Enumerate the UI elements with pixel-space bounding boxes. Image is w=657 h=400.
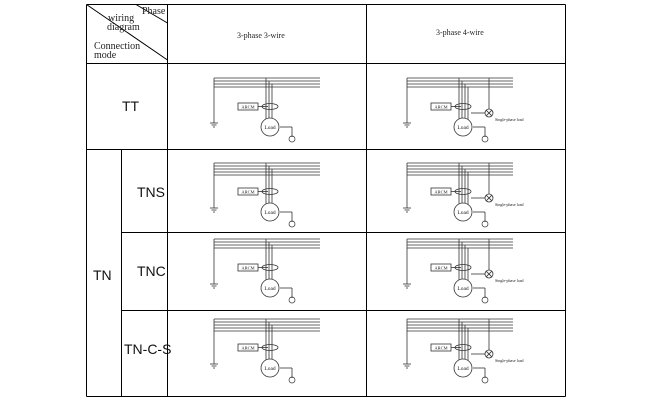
- arcm-label: ARCM: [434, 345, 447, 350]
- load-label: Load: [264, 125, 276, 131]
- mode-tt: TT: [122, 98, 140, 114]
- arcm-label: ARCM: [434, 265, 447, 270]
- current-transformer: [261, 264, 279, 271]
- mode-tns: TNS: [137, 184, 165, 200]
- load-label: Load: [457, 366, 469, 372]
- diagram-label: diagram: [107, 22, 140, 33]
- mode-tnc: TNC: [137, 263, 166, 279]
- phase-label: Phase: [142, 6, 166, 17]
- single-phase-load-label: Single-phase load: [495, 117, 524, 122]
- wiring-diagram-7: ARCM Load: [210, 318, 320, 384]
- current-transformer: [454, 103, 472, 110]
- col-header-3phase-4wire: 3-phase 4-wire: [436, 28, 484, 37]
- arcm-label: ARCM: [241, 265, 254, 270]
- single-phase-load-label: Single-phase load: [495, 202, 524, 207]
- earth-terminal: [288, 135, 296, 143]
- single-phase-load-label: Single-phase load: [495, 358, 524, 363]
- current-transformer: [454, 264, 472, 271]
- load-circle: [453, 117, 473, 137]
- wiring-diagram-2: ARCM Load Single-phase load: [403, 77, 524, 143]
- current-transformer: [454, 188, 472, 195]
- arcm-label: ARCM: [241, 104, 254, 109]
- load-label: Load: [264, 210, 276, 216]
- mode-tncs: TN-C-S: [124, 341, 172, 357]
- load-circle: [453, 278, 473, 298]
- load-label: Load: [264, 286, 276, 292]
- load-label: Load: [457, 210, 469, 216]
- mode-tn: TN: [93, 267, 112, 283]
- wiring-diagram-4: ARCM Load Single-phase load: [403, 162, 524, 228]
- load-label: Load: [264, 366, 276, 372]
- wiring-diagram-5: ARCM Load: [210, 238, 320, 304]
- wiring-diagram-8: ARCM Load Single-phase load: [403, 318, 524, 384]
- earth-terminal: [481, 220, 489, 228]
- wiring-diagram-3: ARCM Load: [210, 162, 320, 228]
- mode-label: mode: [94, 50, 117, 61]
- earth-terminal: [288, 296, 296, 304]
- single-phase-load-label: Single-phase load: [495, 278, 524, 283]
- load-circle: [260, 278, 280, 298]
- arcm-label: ARCM: [434, 189, 447, 194]
- load-circle: [453, 358, 473, 378]
- arcm-label: ARCM: [434, 104, 447, 109]
- current-transformer: [454, 344, 472, 351]
- load-label: Load: [457, 286, 469, 292]
- earth-terminal: [288, 220, 296, 228]
- arcm-label: ARCM: [241, 189, 254, 194]
- current-transformer: [261, 344, 279, 351]
- wiring-diagram-6: ARCM Load Single-phase load: [403, 238, 524, 304]
- arcm-label: ARCM: [241, 345, 254, 350]
- earth-terminal: [481, 135, 489, 143]
- current-transformer: [261, 103, 279, 110]
- wiring-diagram-1: ARCM Load: [210, 77, 320, 143]
- load-label: Load: [457, 125, 469, 131]
- col-header-3phase-3wire: 3-phase 3-wire: [237, 31, 285, 40]
- connection-label: Connection: [94, 41, 141, 52]
- earth-terminal: [288, 376, 296, 384]
- load-circle: [260, 202, 280, 222]
- load-circle: [260, 117, 280, 137]
- earth-terminal: [481, 296, 489, 304]
- earth-terminal: [481, 376, 489, 384]
- current-transformer: [261, 188, 279, 195]
- load-circle: [453, 202, 473, 222]
- load-circle: [260, 358, 280, 378]
- wiring-label: wiring: [108, 13, 135, 24]
